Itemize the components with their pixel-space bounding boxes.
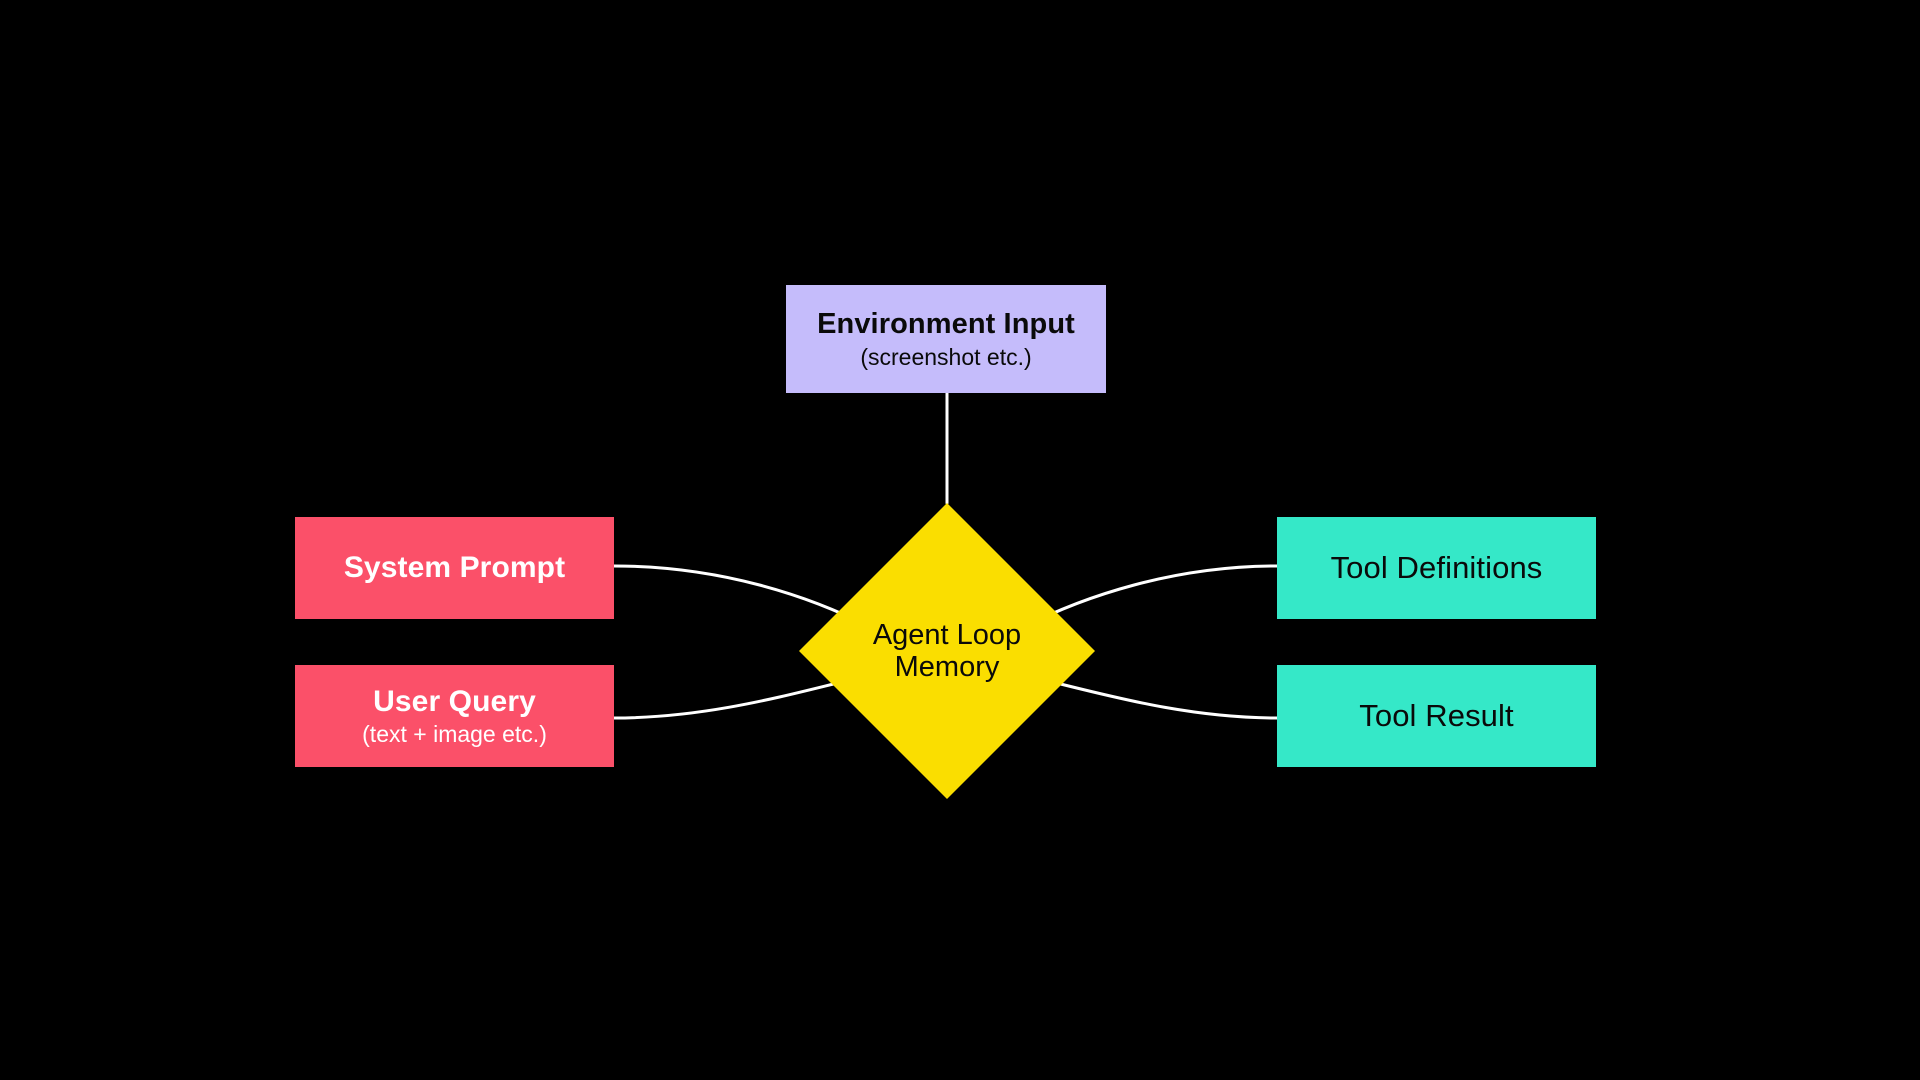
node-agent-loop-memory-line1: Agent Loop xyxy=(872,618,1022,651)
node-tool-definitions[interactable]: Tool Definitions xyxy=(1277,517,1596,619)
node-tool-definitions-title: Tool Definitions xyxy=(1330,549,1543,585)
node-environment-input-subtitle: (screenshot etc.) xyxy=(860,343,1032,370)
node-agent-loop-memory-line2: Memory xyxy=(894,651,1000,683)
node-system-prompt-title: System Prompt xyxy=(343,551,566,585)
node-tool-result-title: Tool Result xyxy=(1359,697,1514,733)
node-tool-result[interactable]: Tool Result xyxy=(1277,665,1596,767)
node-user-query-subtitle: (text + image etc.) xyxy=(362,721,547,748)
node-agent-loop-memory[interactable]: Agent Loop Memory xyxy=(799,503,1095,799)
node-user-query[interactable]: User Query (text + image etc.) xyxy=(295,665,614,767)
node-environment-input[interactable]: Environment Input (screenshot etc.) xyxy=(786,285,1106,393)
node-environment-input-title: Environment Input xyxy=(817,308,1075,341)
node-agent-loop-memory-label: Agent Loop Memory xyxy=(873,619,1021,684)
node-system-prompt[interactable]: System Prompt xyxy=(295,517,614,619)
node-user-query-title: User Query xyxy=(373,684,536,718)
